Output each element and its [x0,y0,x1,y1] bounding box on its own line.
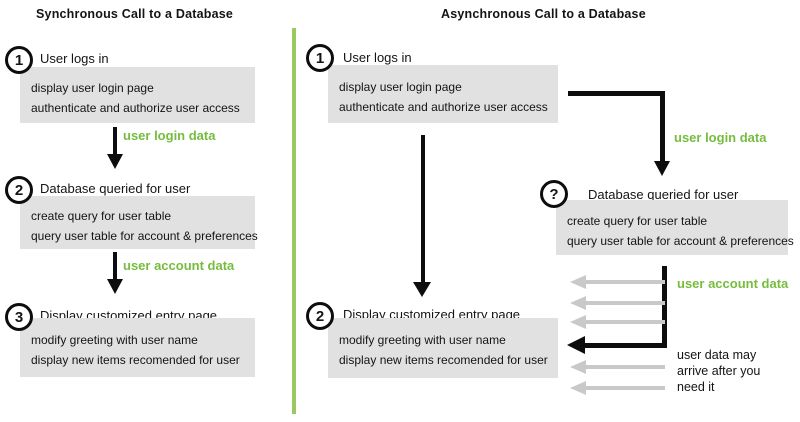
async-step3-box-line2: display new items recomended for user [339,353,548,367]
sync-step3-circle: 3 [5,303,33,331]
async-return-arrow-hline [585,343,665,348]
async-long-arrow-head-icon [413,282,431,297]
sync-step1-label: User logs in [40,51,109,66]
gray-data-arrow5-line [586,386,665,390]
gray-data-arrow5-head-icon [570,381,586,395]
async-step1-box-line1: display user login page [339,80,462,94]
gray-data-arrow3-head-icon [570,315,586,329]
async-step1-box: display user login page authenticate and… [328,65,558,123]
async-panel-title: Asynchronous Call to a Database [441,7,646,21]
sync-arrow1-head-icon [107,154,123,169]
async-elbow-arrow-head-icon [654,161,670,176]
async-step3-circle: 2 [306,302,334,330]
sync-step1-number: 1 [14,51,24,69]
async-note-line2: arrive after you [677,364,761,378]
sync-step2-box-line2: query user table for account & preferenc… [31,229,258,243]
async-step3-box: modify greeting with user name display n… [328,318,558,378]
async-elbow-arrow-hline [568,91,665,96]
sync-step2-box-line1: create query for user table [31,209,172,223]
sync-panel-title: Synchronous Call to a Database [36,7,234,21]
async-step1-box-line2: authenticate and authorize user access [339,100,548,114]
gray-data-arrow4-head-icon [570,360,586,374]
async-arrow2-label: user account data [677,276,789,291]
async-long-arrow-line [421,135,425,283]
async-step2-number: ? [549,185,559,203]
async-step2-box-line2: query user table for account & preferenc… [567,234,794,248]
sync-arrow2-line [113,252,117,280]
gray-data-arrow3-line [586,320,665,324]
async-step2-box: create query for user table query user t… [556,200,794,255]
sync-step3-box: modify greeting with user name display n… [20,318,255,377]
async-step1-label: User logs in [343,50,412,65]
sync-arrow1-line [113,127,117,155]
async-step2-box-line1: create query for user table [567,214,708,228]
sync-step2-number: 2 [14,181,24,199]
async-step3-box-line1: modify greeting with user name [339,333,506,347]
sync-step2-label: Database queried for user [40,181,191,196]
sync-step3-number: 3 [14,308,24,326]
sync-step1-box: display user login page authenticate and… [20,67,255,123]
async-note-line3: need it [677,380,715,394]
sync-step3-box-line2: display new items recomended for user [31,353,240,367]
async-step1-number: 1 [315,49,325,67]
panel-divider [292,28,296,414]
sync-step3-box-line1: modify greeting with user name [31,333,198,347]
gray-data-arrow4-line [586,365,665,369]
sync-arrow1-label: user login data [123,128,216,143]
gray-data-arrow1-line [586,280,665,284]
sync-step2-circle: 2 [5,176,33,204]
sync-step1-box-line1: display user login page [31,81,154,95]
gray-data-arrow1-head-icon [570,275,586,289]
async-note-line1: user data may [677,348,757,362]
sync-arrow2-head-icon [107,279,123,294]
sync-step2-box: create query for user table query user t… [20,196,258,249]
async-step1-circle: 1 [306,44,334,72]
async-step2-circle: ? [540,180,568,208]
async-arrow1-label: user login data [674,130,767,145]
gray-data-arrow2-head-icon [570,296,586,310]
async-step2-label: Database queried for user [588,187,739,202]
gray-data-arrow2-line [586,301,665,305]
async-return-arrow-vline [662,266,667,348]
sync-arrow2-label: user account data [123,258,235,273]
async-elbow-arrow-vline [660,91,665,162]
sync-step1-box-line2: authenticate and authorize user access [31,101,240,115]
sync-step1-circle: 1 [5,46,33,74]
async-note: user data may arrive after you need it [677,347,760,395]
async-return-arrow-head-icon [567,336,585,354]
async-step3-number: 2 [315,307,325,325]
